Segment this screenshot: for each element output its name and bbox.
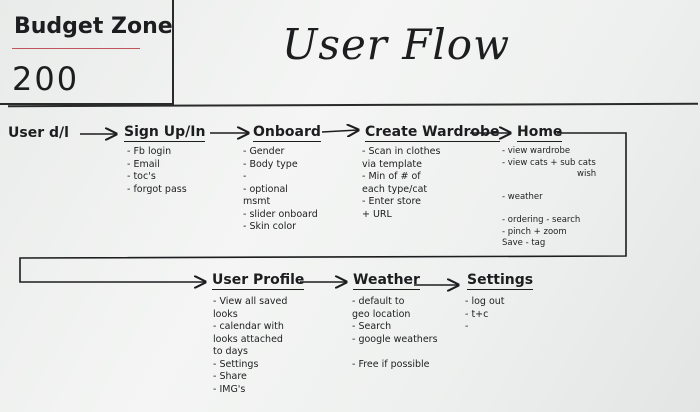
list-item: - Skin color [243,221,297,232]
list-item: Save - tag [502,238,546,248]
step-create-wardrobe: Create Wardrobe [365,124,500,142]
page-title: User Flow [282,20,511,69]
list-item: - Scan in clothes [362,146,441,157]
step-user-profile: User Profile [212,272,305,290]
step-label: Create Wardrobe [365,124,500,142]
brand-box [0,0,174,105]
step-settings: Settings [467,272,534,290]
step-weather: Weather [353,272,420,290]
list-item: - Search [352,321,392,332]
list-item: - Fb login [127,146,172,157]
list-item: - Body type [243,158,298,170]
list-item: geo location [352,308,411,320]
list-item: wish [577,169,597,179]
step-items-home: - view wardrobe - view cats + sub cats w… [502,146,596,250]
list-item: - log out [465,296,505,307]
list-item: - ordering - search [502,215,581,225]
list-item: looks attached [213,333,283,345]
step-sign-up-in: Sign Up/In [124,124,206,142]
score-value: 200 [12,60,80,98]
list-item: - default to [352,296,405,307]
list-item: - Enter store [362,196,421,207]
list-item: - Settings [213,358,259,370]
step-items-onboard: - Gender - Body type - - optional msmt -… [243,146,318,234]
connector-home-profile [19,132,627,282]
step-label: Sign Up/In [124,124,206,142]
list-item: + URL [362,208,392,220]
list-item: each type/cat [362,183,428,195]
list-item: - [465,321,469,332]
step-items-settings: - log out - t+c - [465,296,505,334]
list-item: msmt [243,196,271,207]
step-items-create-wardrobe: - Scan in clothes via template - Min of … [362,146,440,221]
step-label: Home [517,124,563,142]
list-item: via template [362,158,422,170]
list-item: - [243,171,247,182]
step-label: Weather [353,272,420,290]
flow-start: User d/l [8,125,69,141]
step-label: User Profile [212,272,305,290]
step-onboard: Onboard [253,124,321,142]
step-items-user-profile: - View all saved looks - calendar with l… [213,296,287,396]
list-item: - forgot pass [127,183,187,195]
list-item: - view wardrobe [502,146,571,156]
list-item: - t+c [465,308,489,320]
list-item: - Email [127,158,160,170]
list-item: - toc's [127,171,156,182]
brand-name: Budget Zone [14,14,173,39]
list-item: - View all saved [213,296,288,307]
step-label: Settings [467,272,534,290]
list-item: - weather [502,192,543,202]
list-item: - optional [243,183,288,195]
step-items-sign-up-in: - Fb login - Email - toc's - forgot pass [127,146,187,196]
step-items-weather: - default to geo location - Search - goo… [352,296,438,371]
arrow-onboard-wardrobe [321,130,358,132]
list-item: - google weathers [352,333,438,345]
list-item: - Free if possible [352,358,430,370]
list-item: - Share [213,371,247,382]
list-item: - calendar with [213,321,284,332]
list-item: - pinch + zoom [502,226,567,237]
list-item: looks [213,308,238,320]
list-item: - Min of # of [362,171,421,182]
brand-underline [12,48,140,49]
list-item: - view cats + sub cats [502,157,596,168]
list-item: - slider onboard [243,208,318,220]
list-item: - Gender [243,146,285,157]
step-label: Onboard [253,124,321,142]
list-item: - IMG's [213,383,246,395]
step-home: Home [517,124,563,142]
list-item: to days [213,346,248,357]
